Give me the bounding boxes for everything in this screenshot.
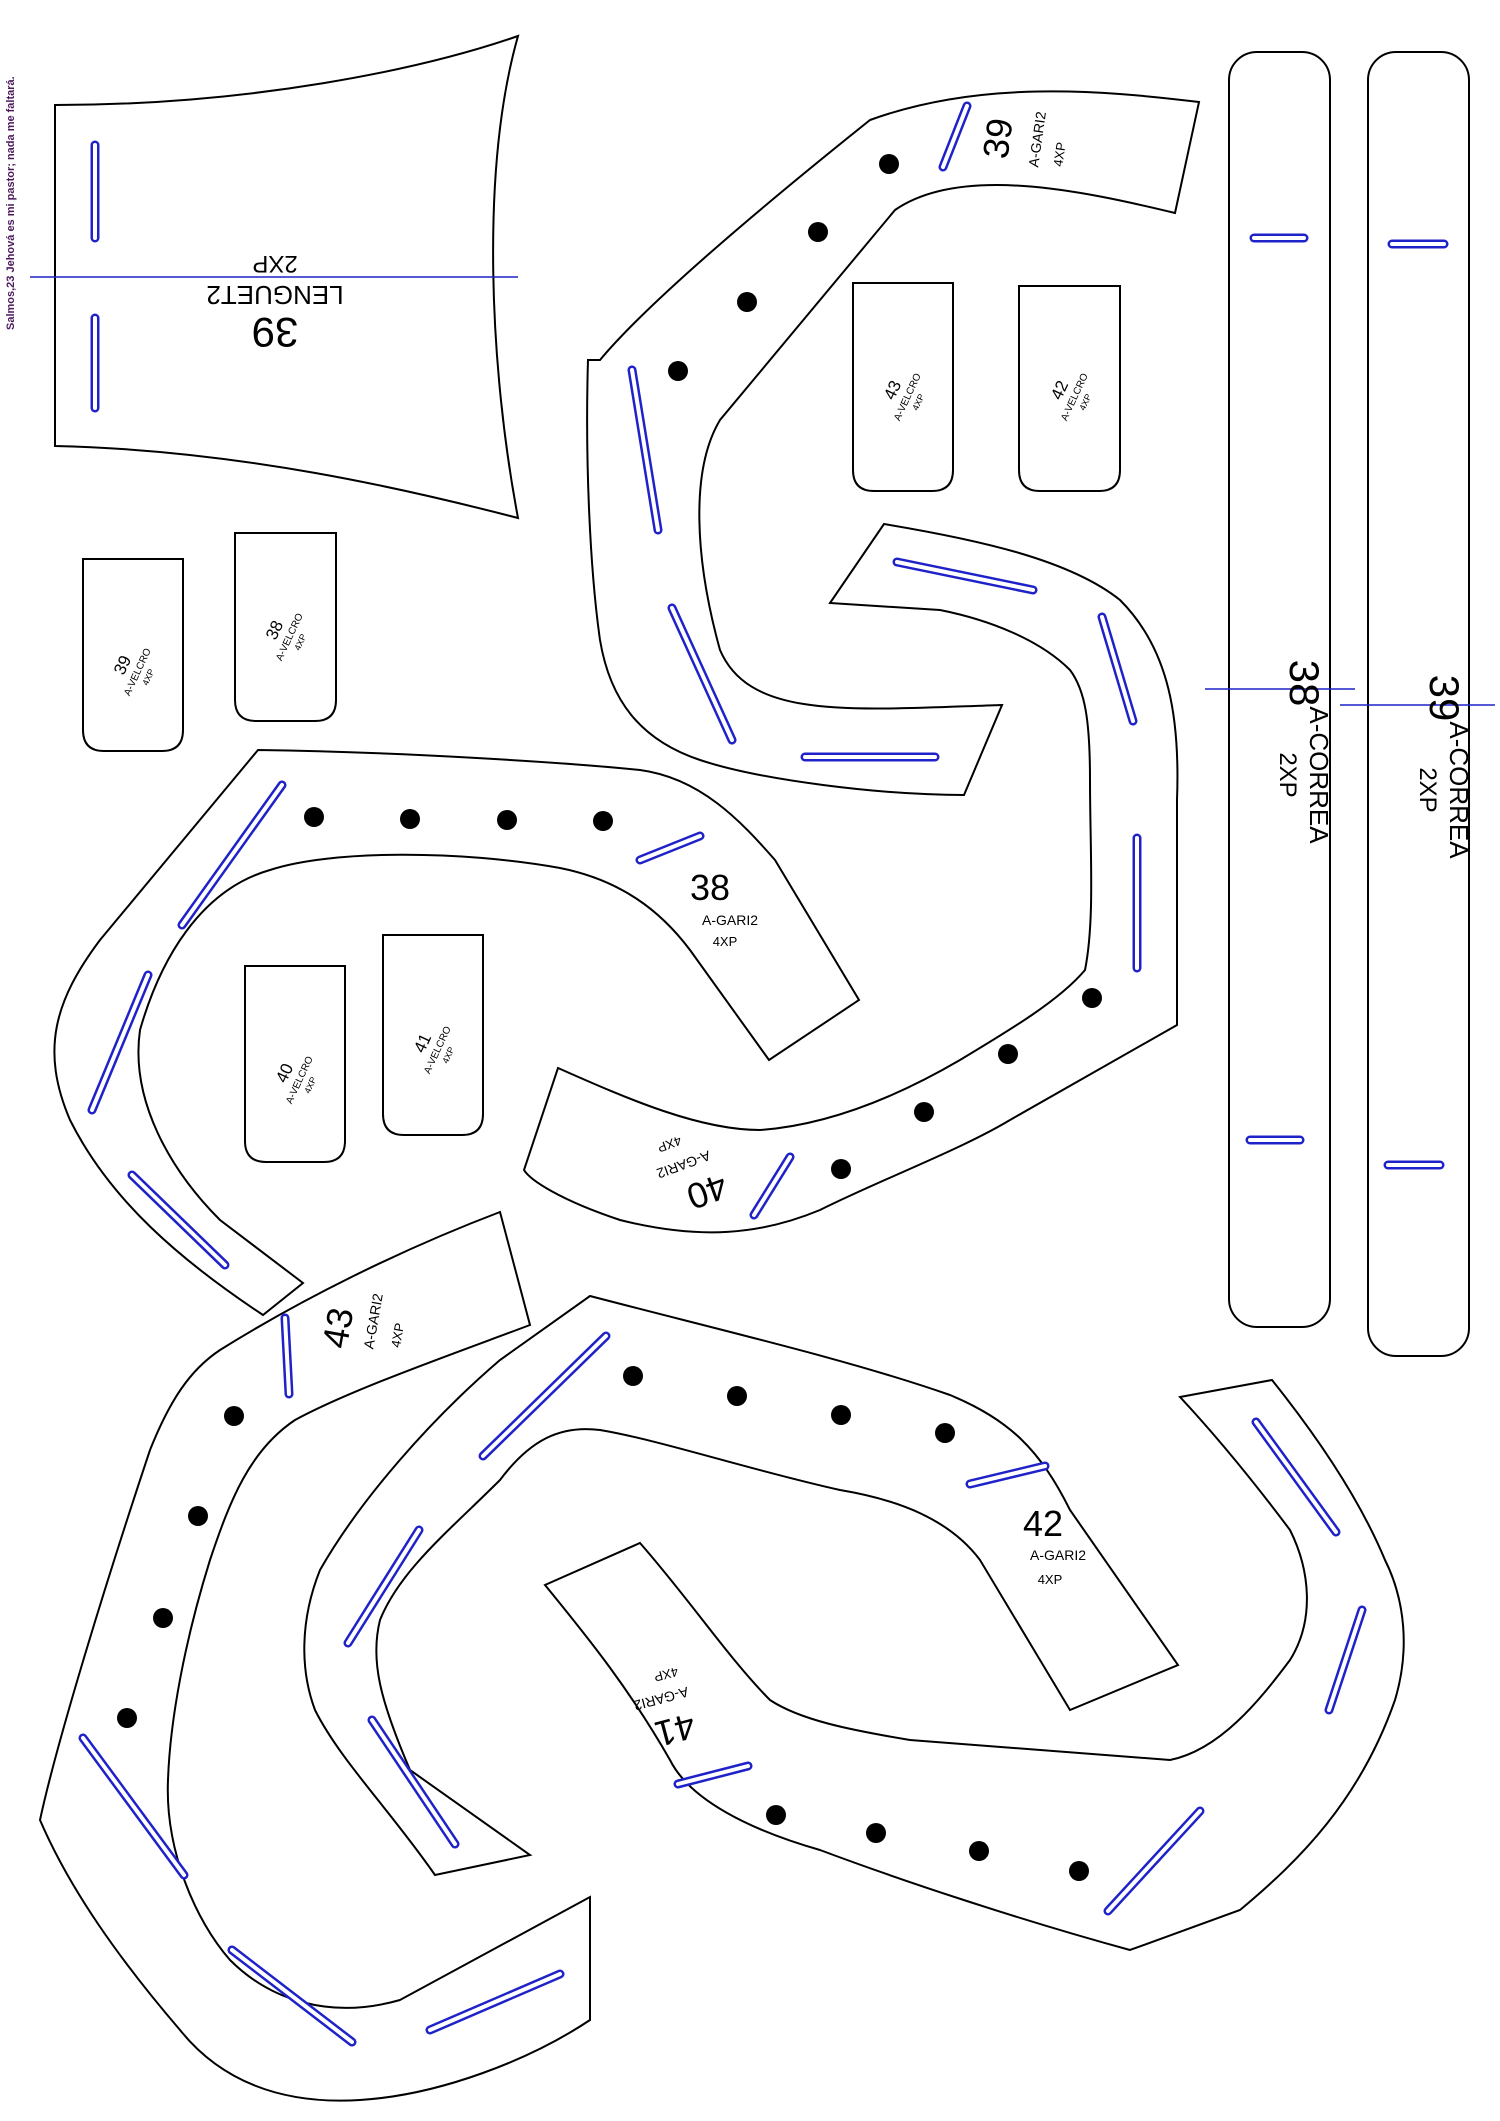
strap-39-name: A-CORREA bbox=[1444, 721, 1474, 859]
gari-39-num: 39 bbox=[975, 116, 1021, 161]
lengueta-num: 39 bbox=[252, 309, 299, 356]
strap-38-qty: 2XP bbox=[1274, 752, 1301, 797]
strap-39-num: 39 bbox=[1421, 675, 1468, 722]
side-note: Salmos,23 Jehová es mi pastor; nada me f… bbox=[5, 76, 17, 330]
piece-gari-42: 42 A-GARI2 4XP bbox=[303, 1294, 1180, 1877]
lengueta-qty: 2XP bbox=[252, 250, 297, 277]
piece-lengueta: 39 LENGUET2 2XP bbox=[30, 34, 520, 520]
gari-38-name: A-GARI2 bbox=[702, 912, 758, 928]
velcro-tab-41: 41 A-VELCRO 4XP bbox=[382, 934, 484, 1136]
strap-38-num: 38 bbox=[1281, 660, 1328, 707]
gari-42-num: 42 bbox=[1023, 1503, 1063, 1544]
velcro-tab-39: 39 A-VELCRO 4XP bbox=[82, 558, 184, 752]
gari-41-qty: 4XP bbox=[652, 1664, 680, 1685]
piece-strap-39: 39 2XP A-CORREA bbox=[1340, 51, 1495, 1357]
gari-39-name: A-GARI2 bbox=[1025, 110, 1049, 168]
velcro-tab-43: 43 A-VELCRO 4XP bbox=[852, 282, 954, 492]
gari-38-qty: 4XP bbox=[713, 934, 738, 949]
velcro-tab-38: 38 A-VELCRO 4XP bbox=[234, 532, 337, 722]
piece-gari-43: 43 A-GARI2 4XP bbox=[38, 1210, 591, 2102]
gari-42-name: A-GARI2 bbox=[1030, 1547, 1086, 1563]
piece-gari-40: 40 A-GARI2 4XP bbox=[522, 522, 1179, 1234]
piece-strap-38: 38 2XP A-CORREA bbox=[1205, 51, 1355, 1328]
gari-43-qty: 4XP bbox=[388, 1322, 407, 1349]
gari-39-qty: 4XP bbox=[1050, 141, 1068, 167]
velcro-tab-40: 40 A-VELCRO 4XP bbox=[244, 965, 346, 1163]
strap-38-name: A-CORREA bbox=[1304, 706, 1334, 844]
gari-42-qty: 4XP bbox=[1038, 1572, 1063, 1587]
velcro-tab-42: 42 A-VELCRO 4XP bbox=[1018, 285, 1121, 492]
piece-gari-38: 38 A-GARI2 4XP bbox=[53, 748, 861, 1317]
lengueta-name: LENGUET2 bbox=[206, 280, 343, 310]
piece-gari-41: 41 A-GARI2 4XP bbox=[543, 1378, 1405, 1952]
gari-38-num: 38 bbox=[690, 867, 730, 908]
piece-gari-39: 39 A-GARI2 4XP bbox=[586, 90, 1201, 797]
gari-43-num: 43 bbox=[314, 1305, 361, 1352]
strap-39-qty: 2XP bbox=[1414, 767, 1441, 812]
